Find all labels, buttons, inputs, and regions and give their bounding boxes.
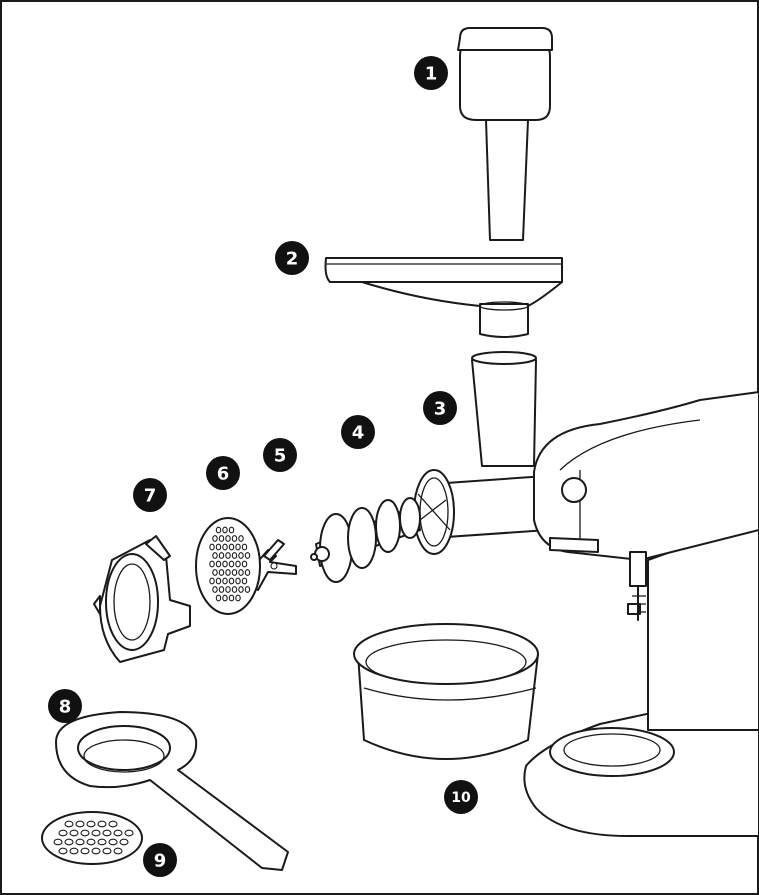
callout-disc xyxy=(414,56,448,90)
callout-4: 4 xyxy=(341,415,375,449)
callout-7: 7 xyxy=(133,478,167,512)
callout-10: 10 xyxy=(444,780,478,814)
callout-label: 3 xyxy=(434,399,447,420)
spanner xyxy=(55,711,289,871)
callout-disc xyxy=(133,478,167,512)
callout-2: 2 xyxy=(275,241,309,275)
ring-nut xyxy=(93,535,191,663)
callout-label: 2 xyxy=(286,249,299,270)
collecting-bowl xyxy=(353,623,539,760)
grinding-disc xyxy=(195,517,261,615)
callout-disc xyxy=(341,415,375,449)
callout-disc xyxy=(48,689,82,723)
callout-disc xyxy=(444,780,478,814)
callout-disc xyxy=(275,241,309,275)
callout-disc xyxy=(206,456,240,490)
feed-screw xyxy=(310,497,421,583)
food-pusher xyxy=(457,27,553,241)
coarse-disc xyxy=(41,811,143,865)
callout-disc xyxy=(423,391,457,425)
callout-disc xyxy=(263,438,297,472)
callout-1: 1 xyxy=(414,56,448,90)
callout-label: 6 xyxy=(217,464,230,485)
feeding-tray xyxy=(324,257,563,338)
callout-8: 8 xyxy=(48,689,82,723)
callout-label: 10 xyxy=(451,790,471,806)
callout-3: 3 xyxy=(423,391,457,425)
callout-label: 8 xyxy=(59,697,72,718)
callout-label: 5 xyxy=(274,446,287,467)
callout-disc xyxy=(143,843,177,877)
callout-6: 6 xyxy=(206,456,240,490)
callout-5: 5 xyxy=(263,438,297,472)
callout-label: 7 xyxy=(144,486,157,507)
callout-label: 1 xyxy=(425,64,438,85)
kitchen-machine xyxy=(523,391,759,837)
callout-9: 9 xyxy=(143,843,177,877)
callout-label: 9 xyxy=(154,851,167,872)
callout-label: 4 xyxy=(352,423,365,444)
